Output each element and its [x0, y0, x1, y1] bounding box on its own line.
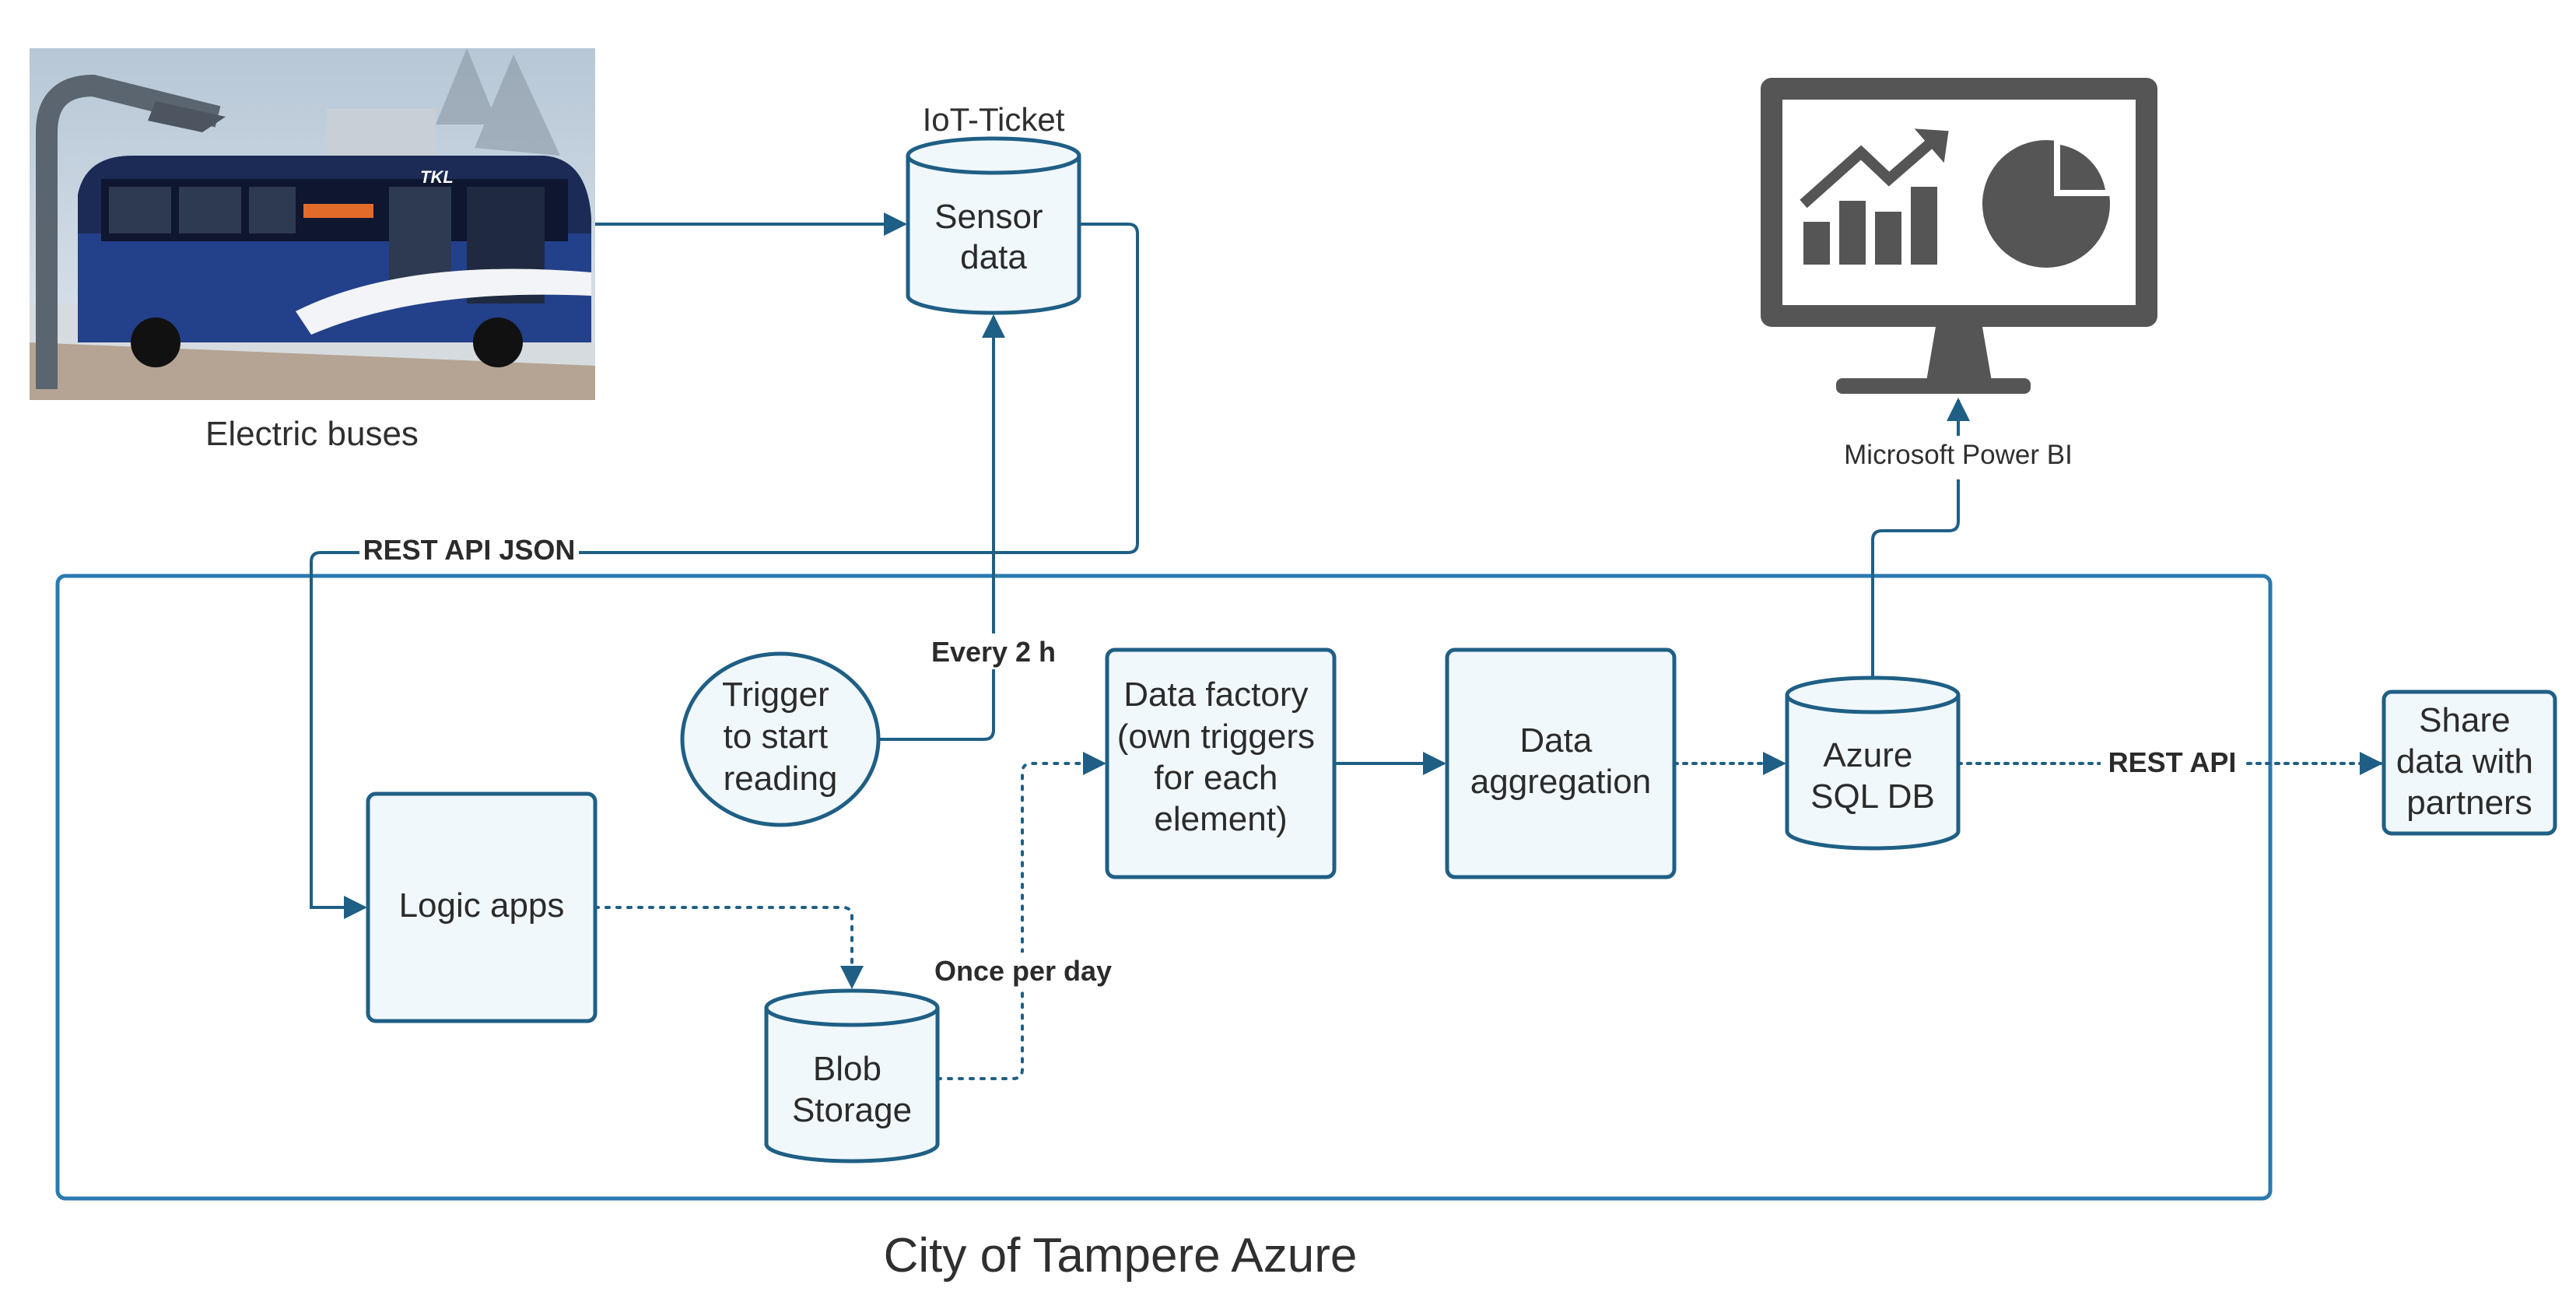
data-factory-label: Data factory (own triggers for each elem…: [1117, 676, 1325, 838]
edge-trigger-to-sensor: [878, 314, 1005, 741]
edge-label-every-2h: Every 2 h: [931, 636, 1056, 668]
electric-buses-caption: Electric buses: [205, 415, 419, 453]
azure-boundary: [55, 574, 2273, 1201]
edge-logic-to-blob: [594, 906, 864, 989]
azure-sql-db-label: Azure SQL DB: [1810, 736, 1935, 816]
edge-sensor-to-logic-apps: [310, 223, 1139, 919]
share-partners-label: Share data with partners: [2396, 701, 2543, 822]
edge-label-rest-api: REST API: [2108, 746, 2237, 778]
iot-ticket-label: IoT-Ticket: [923, 101, 1065, 138]
diagram-title: City of Tampere Azure: [884, 1229, 1358, 1283]
edge-label-once-per-day: Once per day: [934, 955, 1112, 987]
electric-bus-photo: TKL: [30, 48, 595, 400]
trigger-label: Trigger to start reading: [722, 676, 839, 798]
edge-sql-to-power-bi: [1871, 479, 1960, 678]
blob-storage-cylinder: [764, 988, 940, 1163]
sensor-data-label: Sensor data: [934, 198, 1053, 276]
data-aggregation-label: Data aggregation: [1470, 721, 1651, 801]
svg-text:TKL: TKL: [420, 167, 454, 187]
blob-storage-label: Blob Storage: [792, 1050, 912, 1129]
power-bi-caption: Microsoft Power BI: [1844, 440, 2073, 470]
sensor-data-cylinder: [906, 136, 1081, 315]
edge-label-rest-api-json: REST API JSON: [363, 534, 576, 566]
share-partners-node: [2381, 690, 2557, 836]
monitor-chart-icon: [1761, 78, 2157, 394]
logic-apps-label: Logic apps: [399, 886, 565, 925]
edge-blob-to-factory: [936, 752, 1106, 1080]
